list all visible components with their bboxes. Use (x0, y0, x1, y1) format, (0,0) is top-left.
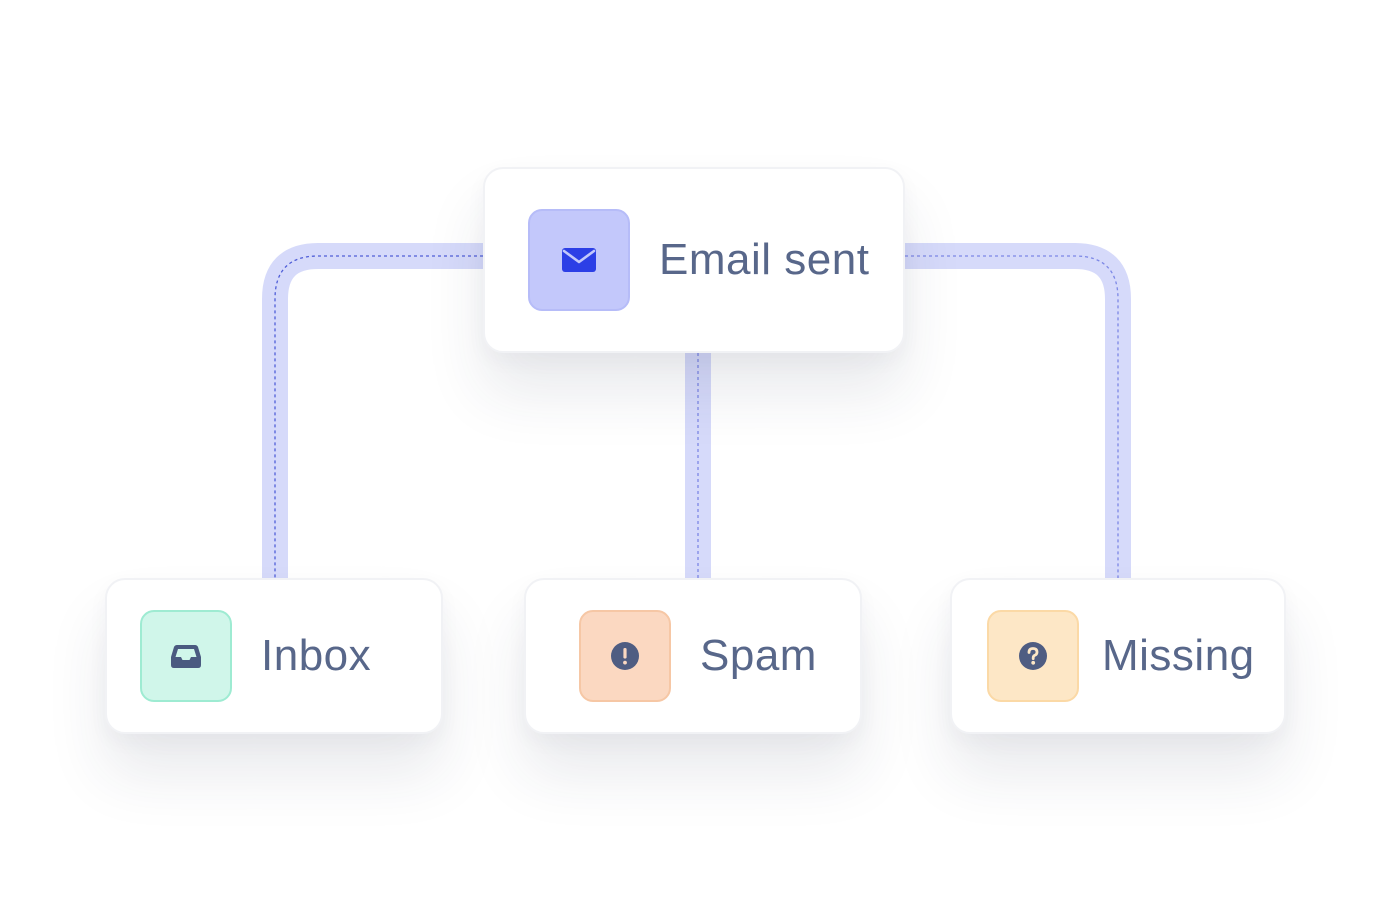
exclamation-circle-icon (611, 642, 639, 670)
inbox-icon-box (140, 610, 232, 702)
node-label: Inbox (261, 631, 372, 680)
node-label: Missing (1102, 631, 1255, 680)
email-icon-box (528, 209, 630, 311)
connector-right-dash (905, 255, 1119, 580)
spam-icon-box (579, 610, 671, 702)
inbox-tray-icon (171, 645, 201, 668)
node-inbox[interactable]: Inbox (105, 578, 443, 734)
connector-left (262, 243, 483, 580)
node-email-sent[interactable]: Email sent (483, 167, 905, 353)
node-label: Spam (700, 631, 817, 680)
node-label: Email sent (659, 235, 870, 284)
envelope-icon (562, 248, 596, 272)
connector-left-dash (274, 255, 483, 580)
node-missing[interactable]: Missing (950, 578, 1286, 734)
question-circle-icon (1019, 642, 1047, 670)
connector-right (905, 243, 1131, 580)
missing-icon-box (987, 610, 1079, 702)
node-spam[interactable]: Spam (524, 578, 862, 734)
